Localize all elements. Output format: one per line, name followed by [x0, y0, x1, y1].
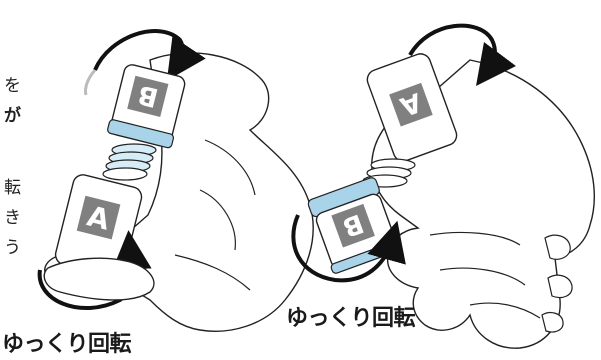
text-fragment-1: を: [4, 76, 21, 96]
caption-right: ゆっくり回転: [286, 306, 416, 331]
left-thumb: [43, 257, 155, 301]
left-bottle-b-label: [127, 75, 169, 117]
right-scene: A B: [291, 23, 595, 349]
right-bottle-a-label: [389, 82, 433, 127]
left-neck-threads: [102, 143, 157, 181]
left-bottle-b-cap-band: [107, 119, 175, 149]
text-fragment-2: が: [4, 106, 21, 126]
text-fragment-4: き: [4, 208, 21, 228]
left-scene: B A: [37, 29, 314, 332]
left-top-rotation-arrow: [93, 29, 206, 81]
right-bottom-rotation-arrow: [291, 214, 406, 283]
right-top-rotation-arrow: [408, 23, 516, 87]
text-fragment-3: 転: [4, 178, 21, 198]
text-fragment-5: う: [4, 238, 21, 258]
left-bottle-a-label: [76, 195, 121, 240]
right-bottle-b-label: [331, 203, 375, 248]
caption-left: ゆっくり回転: [2, 332, 132, 357]
